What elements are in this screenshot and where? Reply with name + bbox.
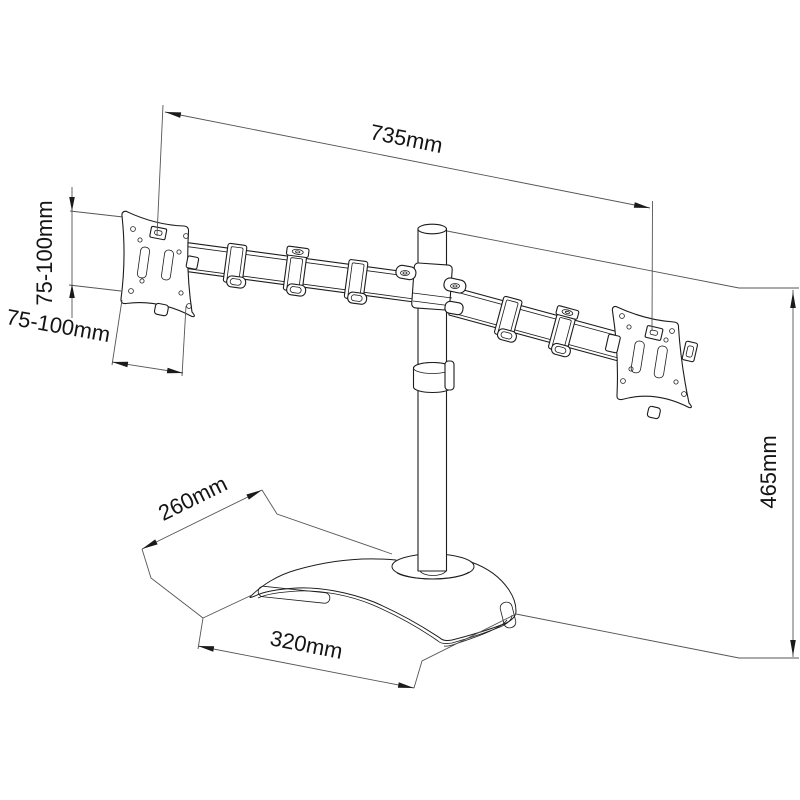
dim-label-vesa-vertical: 75-100mm	[32, 200, 57, 305]
right-plate-bottom-tab	[646, 405, 661, 420]
base-left-foot-pad	[257, 585, 331, 604]
arm-clamp	[494, 295, 523, 343]
pole-bottom-arc	[419, 570, 447, 576]
arm-clamp	[343, 259, 369, 305]
arm-clamp-with-screw	[282, 245, 310, 297]
arm-right-top-face-line	[448, 289, 623, 338]
base-contour-line	[257, 590, 513, 644]
arm-right-bottom-face-line	[448, 311, 623, 360]
right-plate-left-bracket	[604, 333, 621, 354]
base-back-left-edge	[250, 558, 397, 597]
pole-top-cap	[417, 223, 448, 235]
dimension-base-width: 320mm	[197, 613, 517, 689]
left-vesa-plate-outline	[120, 210, 195, 318]
left-vesa-plate	[120, 210, 195, 318]
dimension-pole-height: 465mm	[446, 230, 799, 659]
pole-clamp-right-ear	[443, 277, 467, 294]
dimension-vesa-vertical: 75-100mm	[32, 187, 124, 318]
vesa-slot	[653, 345, 668, 379]
pole	[417, 223, 448, 576]
vesa-slot	[630, 340, 645, 374]
vesa-slot	[137, 246, 150, 279]
left-plate-latch	[185, 255, 200, 270]
left-plate-bracket	[149, 225, 200, 317]
vesa-slot	[161, 249, 174, 281]
pole-clamp-left-ear	[395, 264, 417, 281]
dim-label-base-depth: 260mm	[154, 471, 231, 526]
dim-label-pole-height: 465mm	[756, 435, 781, 508]
pole-clamp	[395, 262, 467, 316]
dim-label-arm-width: 735mm	[368, 119, 445, 158]
base-back-right-edge	[470, 561, 517, 612]
base-contour-line-2	[443, 619, 508, 647]
base-right-foot-pad	[499, 601, 517, 629]
right-plate-bracket	[604, 325, 699, 420]
base	[249, 553, 517, 647]
dim-label-vesa-horizontal: 75-100mm	[4, 304, 112, 347]
arm-right	[448, 285, 623, 363]
right-plate-top-tab	[644, 325, 664, 341]
left-plate-top-tab	[149, 225, 168, 241]
pole-clamp-bottom-tab	[444, 300, 464, 316]
right-plate-clip	[681, 340, 699, 363]
pole-collar-clip	[444, 360, 455, 391]
pole-collar	[412, 360, 455, 394]
base-boss-lower-arc	[396, 571, 470, 580]
dim-label-base-width: 320mm	[268, 625, 345, 664]
arm-clamp-with-screw	[548, 305, 580, 358]
left-plate-bottom-tab	[153, 302, 169, 317]
base-front-edge	[249, 587, 517, 642]
arm-clamp	[222, 242, 248, 289]
